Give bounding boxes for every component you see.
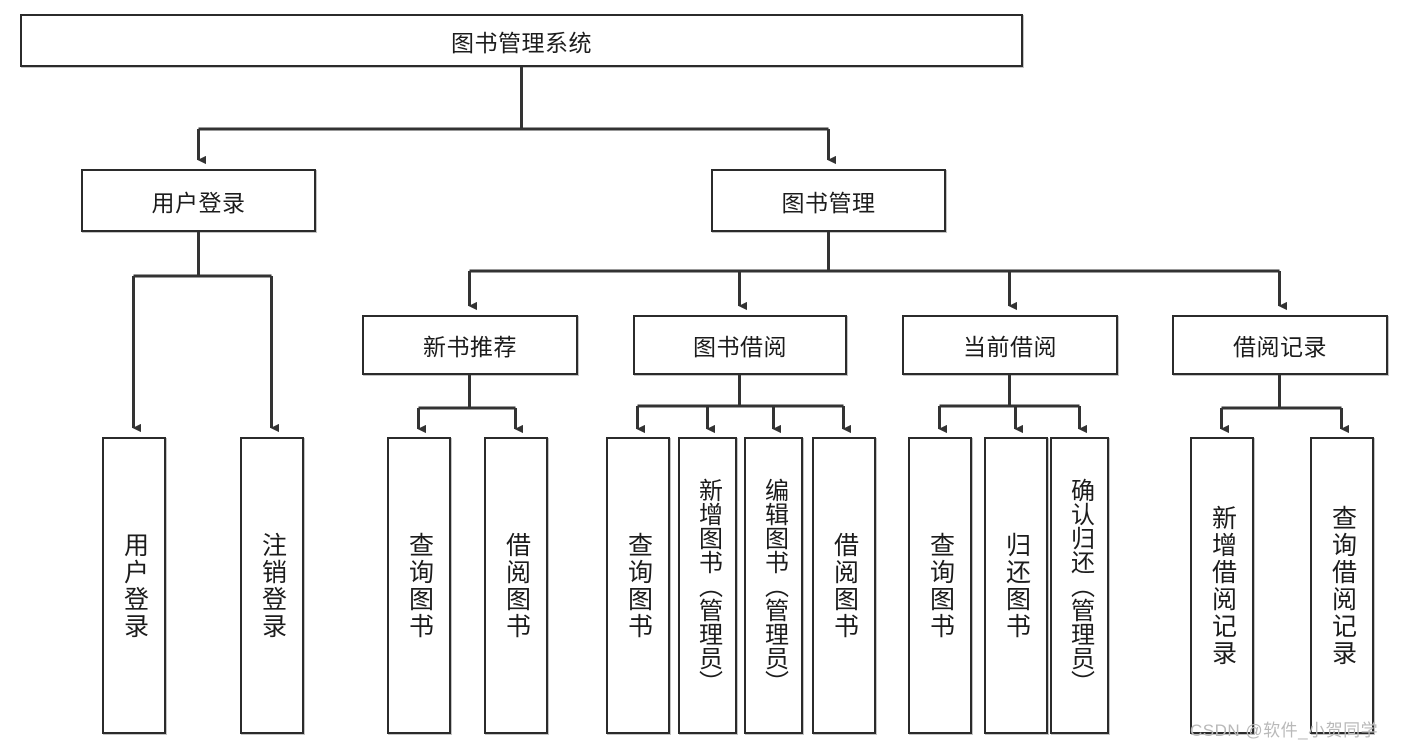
node-leaf-edit-book[interactable]: 编辑图书（管理员） xyxy=(744,437,803,734)
node-leaf-user-login-labelwrap: 用户登录 xyxy=(104,439,164,732)
node-leaf-return-book-labelwrap: 归还图书 xyxy=(986,439,1046,732)
node-leaf-confirm-return[interactable]: 确认归还（管理员） xyxy=(1050,437,1109,734)
node-leaf-borrow-book-2[interactable]: 借阅图书 xyxy=(812,437,876,734)
node-leaf-user-login-label: 用户登录 xyxy=(120,531,149,640)
node-leaf-add-book-labelwrap: 新增图书（管理员） xyxy=(680,439,735,732)
node-leaf-query-book-3[interactable]: 查询图书 xyxy=(908,437,972,734)
node-leaf-user-login[interactable]: 用户登录 xyxy=(102,437,166,734)
node-leaf-query-borrow-record-label: 查询借阅记录 xyxy=(1328,504,1357,667)
node-leaf-confirm-return-label: 确认归还（管理员） xyxy=(1066,477,1094,694)
node-leaf-query-borrow-record[interactable]: 查询借阅记录 xyxy=(1310,437,1374,734)
node-leaf-user-logout-label: 注销登录 xyxy=(258,531,287,640)
node-borrow-record[interactable]: 借阅记录 xyxy=(1172,315,1388,375)
node-user-login[interactable]: 用户登录 xyxy=(81,169,316,232)
node-leaf-edit-book-labelwrap: 编辑图书（管理员） xyxy=(746,439,801,732)
node-leaf-add-borrow-record-labelwrap: 新增借阅记录 xyxy=(1192,439,1252,732)
node-leaf-add-borrow-record[interactable]: 新增借阅记录 xyxy=(1190,437,1254,734)
node-leaf-add-borrow-record-label: 新增借阅记录 xyxy=(1208,504,1237,667)
node-leaf-return-book[interactable]: 归还图书 xyxy=(984,437,1048,734)
node-leaf-edit-book-label: 编辑图书（管理员） xyxy=(760,477,788,694)
node-leaf-add-book-label: 新增图书（管理员） xyxy=(694,477,722,694)
node-leaf-borrow-book-1-label: 借阅图书 xyxy=(502,531,531,640)
node-leaf-add-book[interactable]: 新增图书（管理员） xyxy=(678,437,737,734)
node-leaf-query-borrow-record-labelwrap: 查询借阅记录 xyxy=(1312,439,1372,732)
node-borrow-record-label: 借阅记录 xyxy=(1233,334,1327,360)
node-book-manage[interactable]: 图书管理 xyxy=(711,169,946,232)
node-leaf-return-book-label: 归还图书 xyxy=(1002,531,1031,640)
node-book-borrow[interactable]: 图书借阅 xyxy=(633,315,847,375)
node-leaf-query-book-1[interactable]: 查询图书 xyxy=(387,437,451,734)
node-current-borrow-label: 当前借阅 xyxy=(963,334,1057,360)
csdn-watermark: CSDN @软件_小贺同学 xyxy=(1190,721,1379,740)
node-root-book-management-system[interactable]: 图书管理系统 xyxy=(20,14,1023,67)
node-leaf-query-book-2-label: 查询图书 xyxy=(624,531,653,640)
node-leaf-query-book-2-labelwrap: 查询图书 xyxy=(608,439,668,732)
node-leaf-confirm-return-labelwrap: 确认归还（管理员） xyxy=(1052,439,1107,732)
node-new-book-recommend[interactable]: 新书推荐 xyxy=(362,315,578,375)
node-leaf-borrow-book-1-labelwrap: 借阅图书 xyxy=(486,439,546,732)
node-new-book-recommend-label: 新书推荐 xyxy=(423,334,517,360)
node-user-login-label: 用户登录 xyxy=(151,189,246,216)
node-leaf-query-book-3-label: 查询图书 xyxy=(926,531,955,640)
node-book-manage-label: 图书管理 xyxy=(781,189,876,216)
node-leaf-query-book-2[interactable]: 查询图书 xyxy=(606,437,670,734)
node-leaf-user-logout-labelwrap: 注销登录 xyxy=(242,439,302,732)
node-current-borrow[interactable]: 当前借阅 xyxy=(902,315,1118,375)
node-leaf-query-book-1-labelwrap: 查询图书 xyxy=(389,439,449,732)
node-leaf-query-book-1-label: 查询图书 xyxy=(405,531,434,640)
node-leaf-user-logout[interactable]: 注销登录 xyxy=(240,437,304,734)
node-root-label: 图书管理系统 xyxy=(451,29,592,56)
node-leaf-borrow-book-2-label: 借阅图书 xyxy=(830,531,859,640)
node-leaf-borrow-book-2-labelwrap: 借阅图书 xyxy=(814,439,874,732)
node-leaf-borrow-book-1[interactable]: 借阅图书 xyxy=(484,437,548,734)
node-book-borrow-label: 图书借阅 xyxy=(693,334,787,360)
node-leaf-query-book-3-labelwrap: 查询图书 xyxy=(910,439,970,732)
